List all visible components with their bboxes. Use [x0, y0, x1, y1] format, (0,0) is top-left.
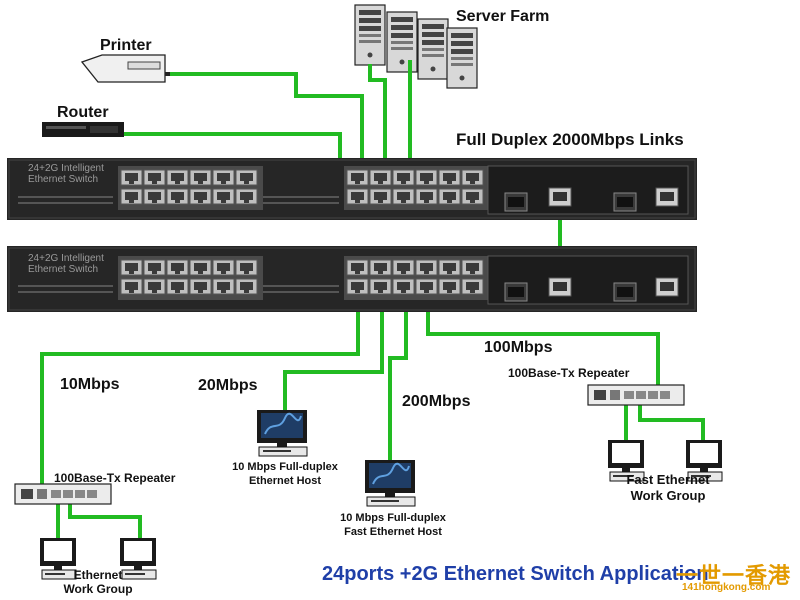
server-farm-label: Server Farm — [456, 8, 550, 25]
full-duplex-links-label: Full Duplex 2000Mbps Links — [456, 130, 684, 149]
host-fast-ethernet-icon — [364, 459, 416, 507]
server-icon — [417, 18, 449, 80]
switch-top-ports-group-b — [344, 166, 489, 210]
repeater-right-label: 100Base-Tx Repeater — [508, 366, 630, 380]
switch-bottom-brand-line1: 24+2G Intelligent — [28, 253, 104, 264]
watermark-url: 141hongkong.com — [682, 582, 771, 593]
host-10mbps-icon — [256, 409, 308, 457]
watermark-text: 一世一香港 — [676, 563, 792, 588]
speed-200mbps-label: 200Mbps — [402, 393, 471, 410]
speed-10mbps-label: 10Mbps — [60, 376, 120, 393]
repeater-left-icon — [14, 483, 112, 505]
speed-100mbps-label: 100Mbps — [484, 339, 553, 356]
diagram-title: 24ports +2G Ethernet Switch Application — [322, 563, 709, 585]
server-icon — [446, 27, 478, 89]
link-10mbps — [40, 285, 360, 496]
printer-link — [170, 72, 364, 178]
link-20mbps — [283, 285, 384, 410]
switch-top-brand-line2: Ethernet Switch — [28, 174, 99, 185]
printer-label: Printer — [100, 37, 152, 54]
repeater-left-label: 100Base-Tx Repeater — [54, 471, 176, 485]
switch-top-ports-group-a — [118, 166, 263, 210]
server-icon — [386, 11, 418, 73]
server-icon — [354, 4, 386, 66]
rep-left-pc2 — [68, 500, 142, 540]
router-label: Router — [57, 104, 109, 121]
switch-bottom — [7, 246, 697, 312]
server-link-1 — [368, 64, 387, 178]
router-icon — [42, 122, 124, 137]
switch-bottom-leds — [18, 285, 339, 293]
switch-top — [7, 158, 697, 220]
switch-bottom-brand-line2: Ethernet Switch — [28, 264, 99, 275]
speed-20mbps-label: 20Mbps — [198, 377, 258, 394]
switch-bottom-brand: 24+2G Intelligent Ethernet Switch — [28, 253, 104, 275]
ethernet-group-label: Ethernet Work Group — [63, 568, 133, 596]
host-10mbps-label: 10 Mbps Full-duplex Ethernet Host — [232, 461, 338, 487]
switch-bottom-gig-ports — [487, 255, 689, 305]
switch-bottom-ports-group-b — [344, 256, 489, 300]
switch-top-gig-ports — [487, 165, 689, 215]
watermark: 一世一香港 141hongkong.com — [676, 558, 796, 596]
switch-top-brand-line1: 24+2G Intelligent — [28, 163, 104, 174]
switch-top-leds — [18, 196, 339, 204]
link-200mbps — [388, 285, 408, 465]
switch-top-brand: 24+2G Intelligent Ethernet Switch — [28, 163, 104, 185]
host-fast-ethernet-label: 10 Mbps Full-duplex Fast Ethernet Host — [340, 512, 446, 538]
fast-ethernet-group-label: Fast Ethernet Work Group — [626, 472, 710, 503]
switch-bottom-ports-group-a — [118, 256, 263, 300]
rep-right-pc2 — [638, 403, 705, 440]
printer-icon — [80, 54, 179, 83]
repeater-right-icon — [587, 384, 685, 406]
